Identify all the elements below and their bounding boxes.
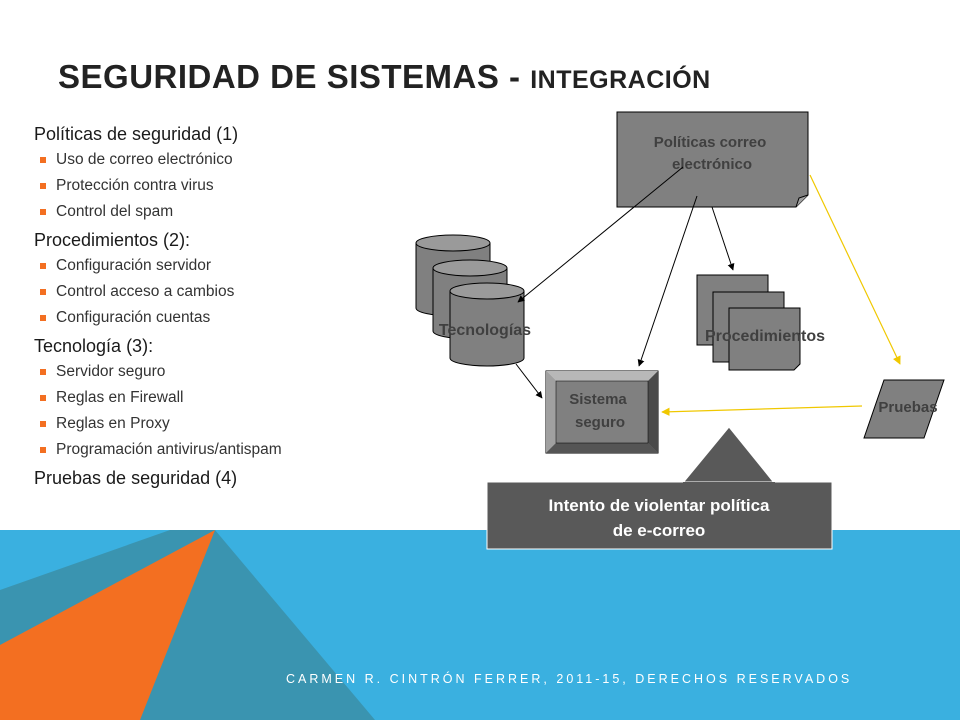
section-technology: Tecnología (3): Servidor seguro Reglas e… xyxy=(34,336,394,460)
arrow-tech-to-system xyxy=(515,363,543,399)
tests-shape: Pruebas xyxy=(863,379,945,439)
bullet-list: Políticas de seguridad (1) Uso de correo… xyxy=(34,124,394,494)
list-item: Configuración cuentas xyxy=(40,308,394,328)
list-item: Configuración servidor xyxy=(40,256,394,276)
callout-line2: de e-correo xyxy=(613,521,706,540)
section-policies: Políticas de seguridad (1) Uso de correo… xyxy=(34,124,394,222)
violation-callout: Intento de violentar política de e-corre… xyxy=(486,426,833,550)
policy-document-shape: Políticas correo electrónico xyxy=(616,111,809,208)
section-heading: Procedimientos (2): xyxy=(34,230,191,250)
system-label-line2: seguro xyxy=(575,414,625,431)
list-item: Reglas en Firewall xyxy=(40,388,394,408)
list-item: Uso de correo electrónico xyxy=(40,150,394,170)
footer-credit: CARMEN R. CINTRÓN FERRER, 2011-15, DEREC… xyxy=(286,672,853,686)
database-cylinders-icon xyxy=(415,234,525,367)
arrow-policy-to-procedures xyxy=(711,206,735,271)
arrow-policy-to-system xyxy=(637,195,698,367)
tests-label: Pruebas xyxy=(878,399,937,416)
list-item: Programación antivirus/antispam xyxy=(40,440,394,460)
list-item: Protección contra virus xyxy=(40,176,394,196)
policy-label-line2: electrónico xyxy=(672,156,752,173)
arrow-policy-to-tech xyxy=(517,166,684,303)
proc-label: Procedimientos xyxy=(705,328,825,345)
callout-line1: Intento de violentar política xyxy=(548,496,770,515)
list-item: Reglas en Proxy xyxy=(40,414,394,434)
system-label-line1: Sistema xyxy=(569,391,627,408)
section-procedures: Procedimientos (2): Configuración servid… xyxy=(34,230,394,328)
section-heading: Políticas de seguridad (1) xyxy=(34,124,239,144)
section-heading: Tecnología (3): xyxy=(34,336,154,356)
list-item: Servidor seguro xyxy=(40,362,394,382)
page-title: SEGURIDAD DE SISTEMAS - INTEGRACIÓN xyxy=(58,58,711,95)
tech-label: Tecnologías xyxy=(439,322,531,339)
arrow-tests-to-system xyxy=(661,405,863,416)
section-heading-tests: Pruebas de seguridad (4) xyxy=(34,468,238,488)
procedure-documents-icon xyxy=(696,274,801,371)
policy-label-line1: Políticas correo xyxy=(654,134,767,151)
secure-system-box: Sistema seguro xyxy=(545,370,659,454)
list-item: Control acceso a cambios xyxy=(40,282,394,302)
arrow-policy-to-tests xyxy=(809,174,901,365)
list-item: Control del spam xyxy=(40,202,394,222)
